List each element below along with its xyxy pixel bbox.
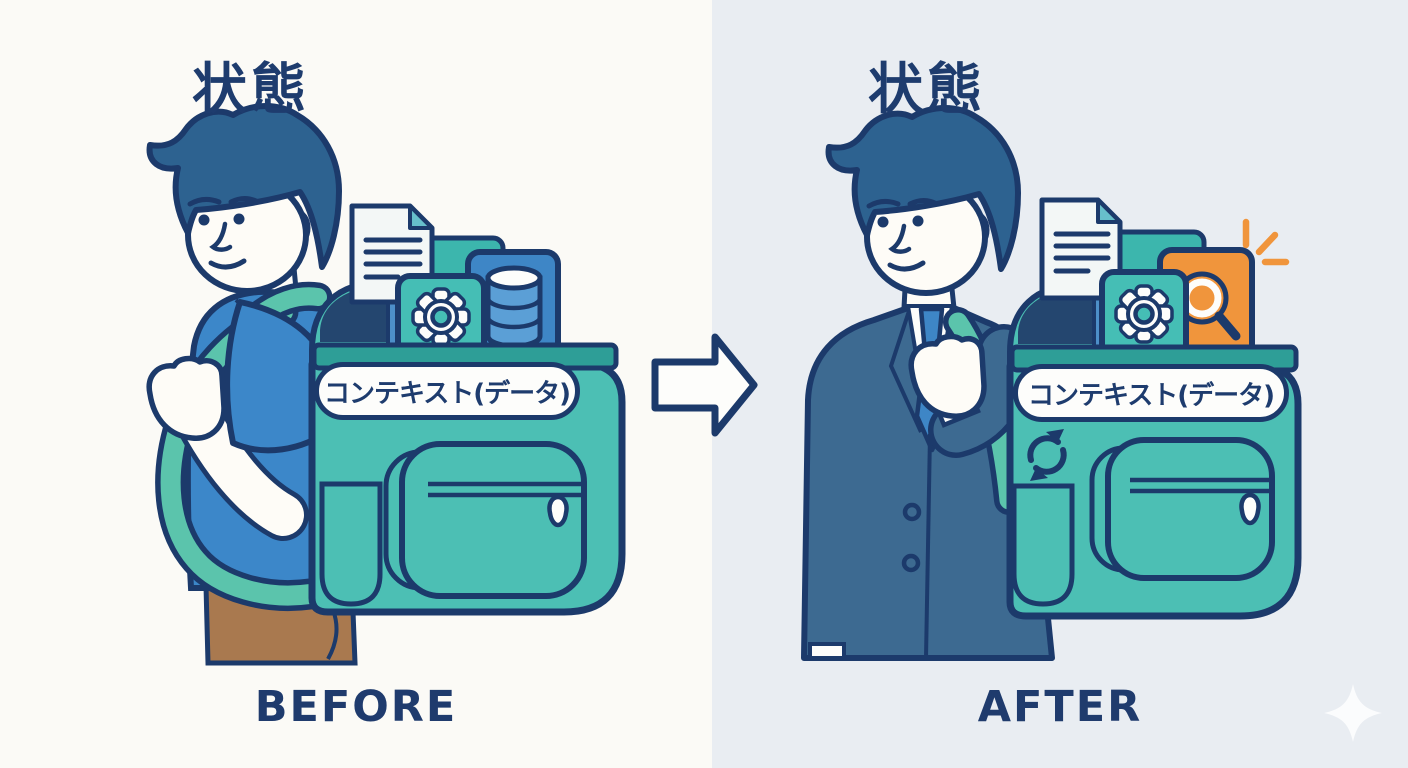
- gear-icon: [1114, 284, 1174, 344]
- front-pocket: [1105, 437, 1275, 581]
- eyebrow-left: [187, 196, 222, 207]
- sleeve: [224, 299, 336, 454]
- jacket-button-2: [901, 553, 921, 573]
- hand-fist: [908, 333, 987, 419]
- eye-left: [877, 216, 889, 228]
- side-pocket: [319, 481, 383, 607]
- hair: [825, 105, 1021, 272]
- smile: [887, 260, 926, 272]
- before-person: [146, 103, 358, 666]
- nose: [888, 223, 912, 254]
- before-backpack-label: コンテキスト(データ): [314, 362, 580, 420]
- gear-card: [1099, 269, 1189, 359]
- after-panel: 状態 コンテキスト(データ) AFTER: [712, 0, 1408, 768]
- after-backpack-label: コンテキスト(データ): [1013, 364, 1289, 422]
- document-fold: [408, 204, 434, 230]
- eye-right: [912, 215, 924, 227]
- trouser-cuff: [808, 642, 846, 660]
- after-backpack: [1006, 197, 1302, 620]
- arrow-right-icon: [651, 333, 758, 437]
- document-fold: [1096, 198, 1122, 224]
- after-title: 状態: [868, 57, 987, 121]
- suit-arm-fill: [933, 329, 1027, 453]
- backpack-strap-fill: [160, 302, 320, 606]
- before-panel: 状態 コンテキスト(データ) BEFORE: [146, 57, 626, 732]
- smile: [208, 258, 247, 270]
- document-icon: [1039, 197, 1123, 301]
- after-scene: [801, 105, 1302, 661]
- eye-right: [233, 213, 245, 225]
- transition-arrow: [648, 330, 763, 446]
- nose: [209, 221, 233, 252]
- eyebrow-left: [866, 198, 901, 209]
- after-person: [801, 105, 1055, 661]
- eye-left: [198, 214, 210, 226]
- hand-fist: [146, 355, 227, 441]
- jacket-seam: [924, 433, 932, 659]
- zipper-pull: [1239, 492, 1261, 526]
- four-point-star-icon: [1324, 684, 1382, 742]
- zipper-line: [1130, 477, 1272, 494]
- hair: [146, 103, 342, 270]
- sparkle-icon: [1242, 218, 1290, 266]
- sparkle-watermark: [1322, 682, 1384, 748]
- eyebrow-right: [907, 198, 940, 207]
- database-icon: [485, 265, 543, 349]
- gear-card: [395, 273, 487, 361]
- before-title: 状態: [192, 57, 311, 121]
- eyebrow-right: [228, 196, 261, 205]
- jacket-button-1: [902, 502, 922, 522]
- lapel-left: [888, 310, 923, 433]
- after-caption: AFTER: [977, 682, 1143, 732]
- refresh-icon: [1027, 429, 1067, 481]
- before-scene: [146, 103, 626, 666]
- side-pocket: [1011, 483, 1075, 607]
- zipper-pull: [547, 494, 569, 528]
- before-caption: BEFORE: [254, 682, 458, 732]
- gear-icon: [411, 287, 471, 347]
